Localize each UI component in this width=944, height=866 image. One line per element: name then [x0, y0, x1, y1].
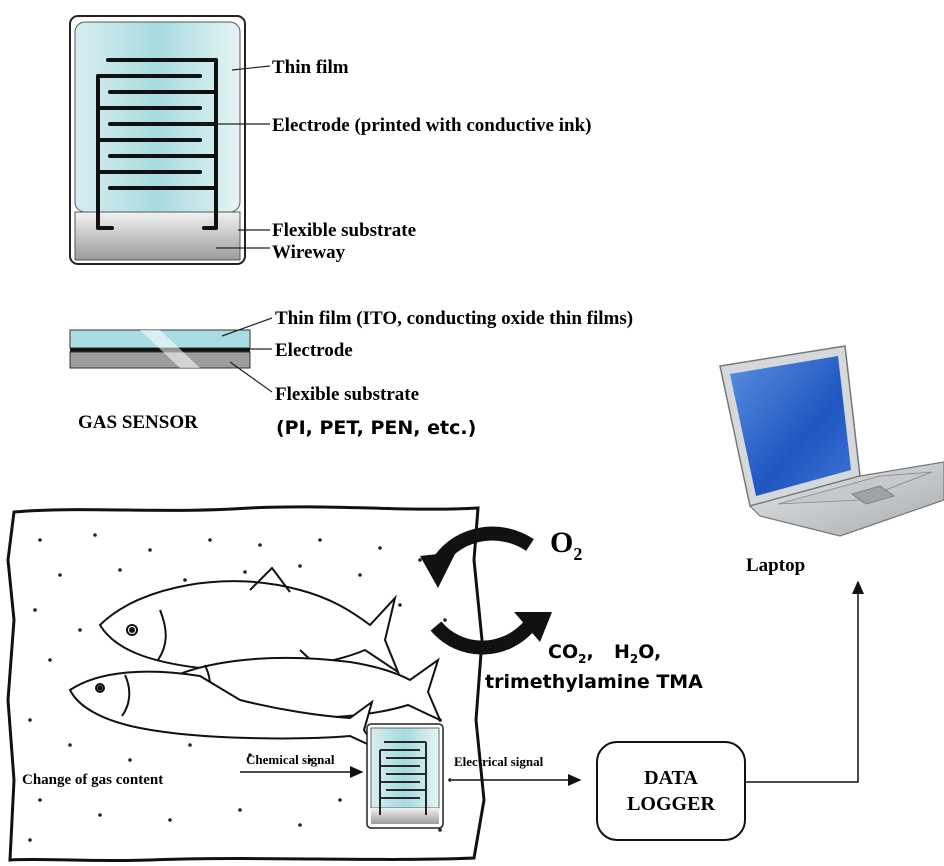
mini-sensor — [366, 723, 444, 829]
food-package — [6, 505, 486, 863]
sensor-cross-section — [69, 317, 273, 393]
label-substrate-examples: (PI, PET, PEN, etc.) — [276, 417, 476, 439]
o2-inflow-arrow — [434, 526, 534, 565]
caption-gas-sensor: GAS SENSOR — [78, 412, 198, 433]
label-co2-h2o: CO2,H2O, — [548, 641, 661, 666]
label-flexible-substrate-top: Flexible substrate — [272, 220, 416, 241]
data-logger-box — [596, 741, 746, 841]
sensor-top-view — [69, 15, 271, 265]
label-chemical-signal: Chemical signal — [246, 752, 335, 767]
label-change-of-gas: Change of gas content — [22, 772, 163, 788]
fish-illustration — [68, 566, 442, 751]
electrode-pattern — [96, 58, 218, 230]
laptop-illustration — [719, 345, 944, 537]
label-wireway: Wireway — [272, 242, 346, 263]
label-o2: O2 — [550, 526, 582, 564]
gas-exchange-arrows — [420, 526, 552, 655]
gas-particles — [28, 533, 452, 842]
label-electrode-printed: Electrode (printed with conductive ink) — [272, 115, 591, 136]
co2-outflow-arrow — [430, 620, 536, 655]
label-electrical-signal: Electrical signal — [454, 754, 544, 769]
label-data-logger-line2: LOGGER — [627, 793, 715, 815]
label-data-logger-line1: DATA — [644, 767, 698, 789]
label-tma: trimethylamine TMA — [485, 671, 703, 693]
logger-to-laptop-connector — [745, 580, 864, 783]
label-thin-film-ito: Thin film (ITO, conducting oxide thin fi… — [275, 308, 633, 329]
label-electrode: Electrode — [275, 340, 353, 361]
label-thin-film: Thin film — [272, 57, 349, 78]
label-flexible-substrate: Flexible substrate — [275, 384, 419, 405]
label-laptop: Laptop — [746, 555, 805, 576]
